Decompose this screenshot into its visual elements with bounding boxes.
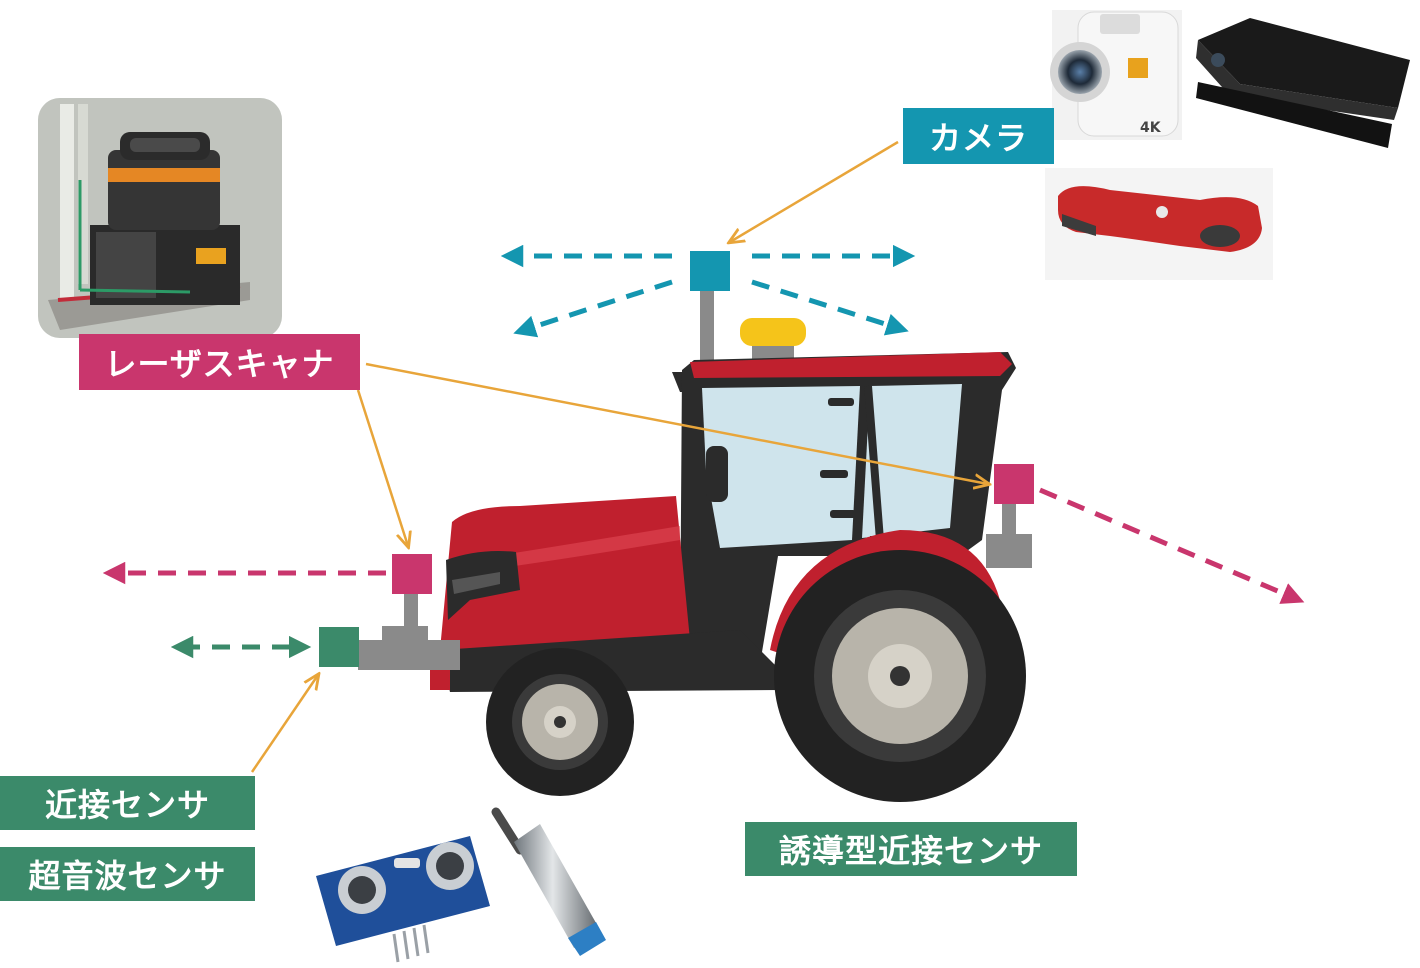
proximity-sensor-marker	[319, 627, 359, 667]
inductive-sensor-photo	[491, 807, 606, 956]
tractor-illustration	[358, 288, 1032, 802]
callout-lines	[250, 140, 988, 773]
proximity-sensor-label: 近接センサ	[0, 776, 255, 830]
svg-text:4K: 4K	[1140, 120, 1162, 136]
laser-scanner-label: レーザスキャナ	[79, 334, 360, 390]
stereo-camera-photo	[1045, 168, 1273, 280]
laser-sensor-marker-front	[392, 554, 432, 594]
ultrasonic-sensor-label: 超音波センサ	[0, 847, 255, 901]
360-camera-photo: 4K	[1050, 10, 1182, 140]
camera-label: カメラ	[903, 108, 1054, 164]
ultrasonic-module-photo	[316, 836, 490, 963]
laser-scanner-photo	[38, 98, 282, 338]
inductive-proximity-sensor-label: 誘導型近接センサ	[745, 822, 1077, 876]
laser-sensor-marker-rear	[994, 464, 1034, 504]
camera-sensor-marker	[690, 251, 730, 291]
depth-camera-photo	[1196, 18, 1410, 148]
camera-detection-arrows	[500, 244, 916, 338]
laser-detection-arrows	[102, 487, 1305, 604]
